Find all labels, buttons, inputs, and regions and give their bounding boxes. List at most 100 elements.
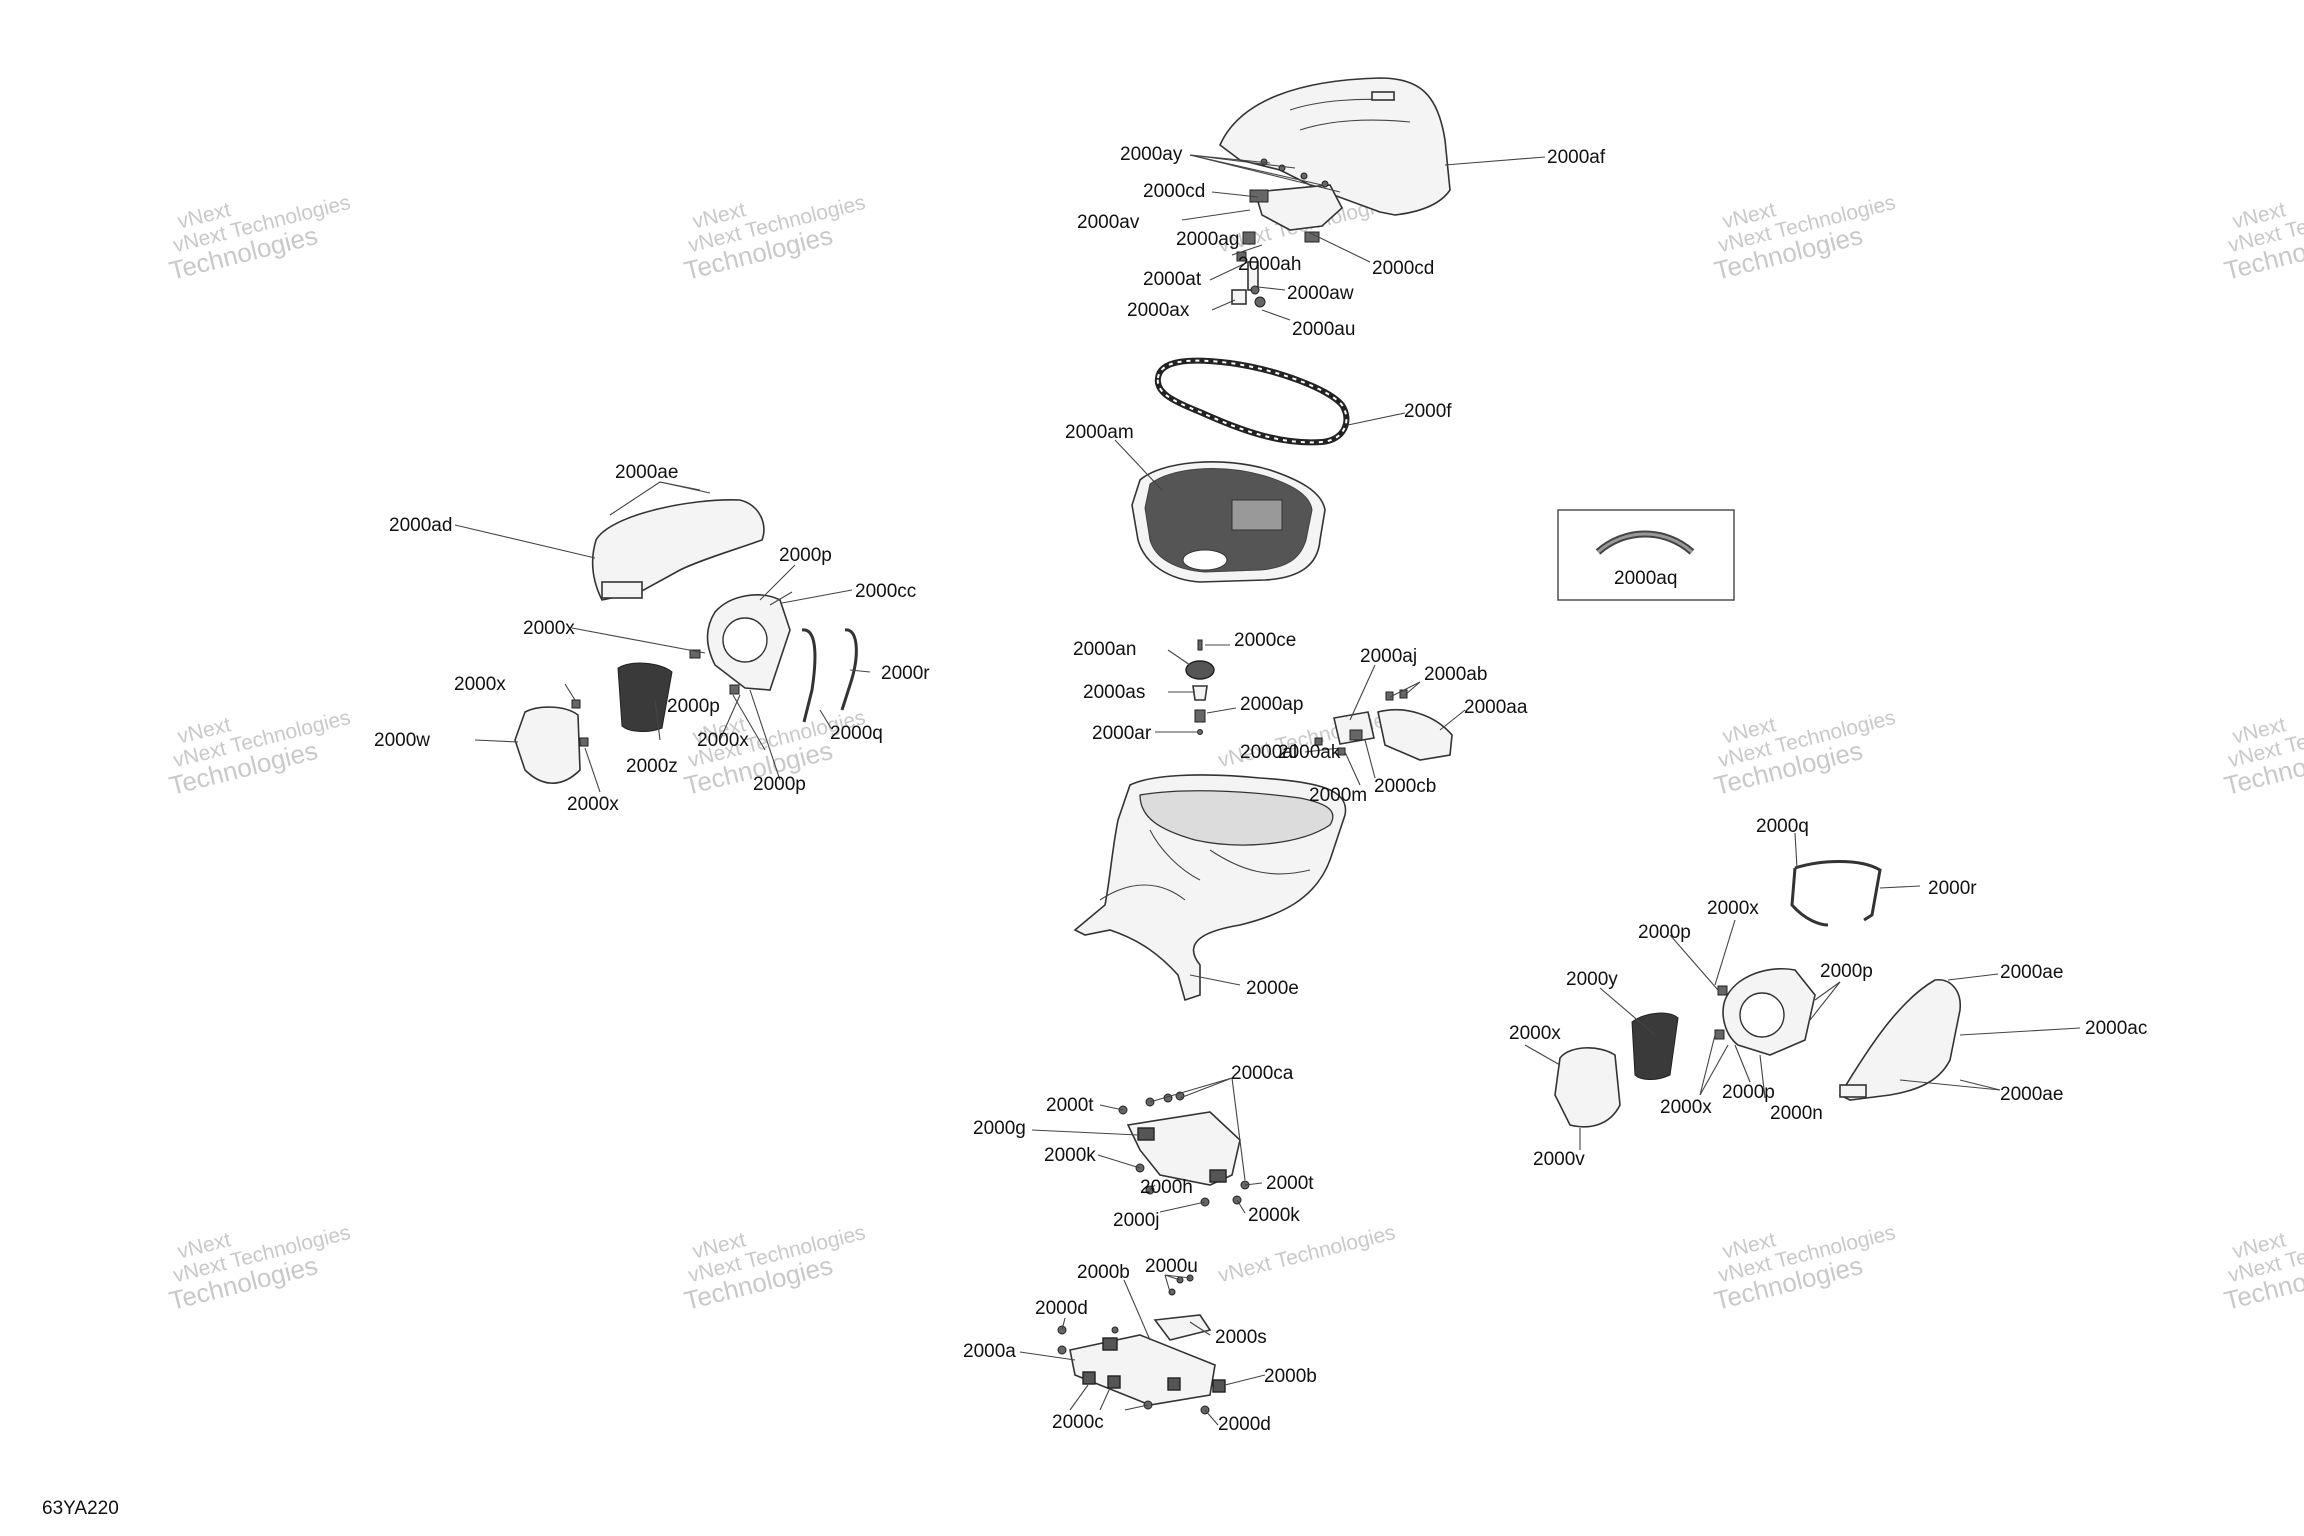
callout-2000t: 2000t bbox=[1266, 1173, 1314, 1194]
right-speaker-housing bbox=[1714, 968, 1816, 1056]
callout-2000aw: 2000aw bbox=[1287, 283, 1354, 304]
callout-2000ar: 2000ar bbox=[1092, 723, 1152, 744]
left-side-cover bbox=[591, 499, 765, 601]
callout-2000j: 2000j bbox=[1113, 1210, 1160, 1231]
callout-2000c: 2000c bbox=[1052, 1412, 1104, 1433]
left-trim-strip bbox=[801, 628, 858, 723]
callout-2000d: 2000d bbox=[1218, 1414, 1271, 1435]
callout-2000at: 2000at bbox=[1143, 269, 1202, 290]
callout-2000x: 2000x bbox=[1660, 1097, 1712, 1118]
callout-2000av: 2000av bbox=[1077, 212, 1140, 233]
callout-2000ad: 2000ad bbox=[389, 515, 452, 536]
callout-2000ak: 2000ak bbox=[1278, 742, 1341, 763]
callout-2000k: 2000k bbox=[1248, 1205, 1300, 1226]
callout-2000ae: 2000ae bbox=[2000, 1084, 2063, 1105]
callout-2000y: 2000y bbox=[1566, 969, 1618, 990]
callout-2000al: 2000al bbox=[1240, 742, 1297, 763]
callout-2000a: 2000a bbox=[963, 1341, 1016, 1362]
callout-2000r: 2000r bbox=[881, 663, 930, 684]
inset-part-box: 2000aq bbox=[1557, 509, 1735, 601]
callout-2000ac: 2000ac bbox=[2085, 1018, 2147, 1039]
callout-2000g: 2000g bbox=[973, 1118, 1026, 1139]
watermark: vNext vNext Technologies Technologies bbox=[2221, 706, 2304, 801]
callout-2000p: 2000p bbox=[1722, 1082, 1775, 1103]
callout-2000ae: 2000ae bbox=[615, 462, 678, 483]
callout-2000w: 2000w bbox=[374, 730, 430, 751]
top-case-lid bbox=[1219, 77, 1451, 216]
callout-2000ah: 2000ah bbox=[1238, 254, 1301, 275]
callout-2000e: 2000e bbox=[1246, 978, 1299, 999]
callout-2000an: 2000an bbox=[1073, 639, 1136, 660]
callout-2000d: 2000d bbox=[1035, 1298, 1088, 1319]
callout-2000cd: 2000cd bbox=[1372, 258, 1434, 279]
latch-assembly bbox=[1314, 689, 1453, 761]
top-case-body bbox=[1073, 774, 1347, 1002]
callout-2000q: 2000q bbox=[830, 723, 883, 744]
callout-2000h: 2000h bbox=[1140, 1177, 1193, 1198]
right-speaker-grille bbox=[1631, 1012, 1679, 1080]
watermark: vNext vNext Technologies Technologies bbox=[1711, 706, 1898, 801]
drawing-id: 63YA220 bbox=[42, 1498, 119, 1519]
callout-2000m: 2000m bbox=[1309, 785, 1367, 806]
callout-2000ab: 2000ab bbox=[1424, 664, 1487, 685]
callout-2000ap: 2000ap bbox=[1240, 694, 1303, 715]
callout-2000n: 2000n bbox=[1770, 1103, 1823, 1124]
watermark: vNext vNext Technologies Technologies bbox=[681, 1221, 868, 1316]
callout-2000ca: 2000ca bbox=[1231, 1063, 1294, 1084]
callout-2000p: 2000p bbox=[1820, 961, 1873, 982]
callout-2000aa: 2000aa bbox=[1464, 697, 1528, 718]
callout-2000p: 2000p bbox=[779, 545, 832, 566]
latch-hardware-cluster bbox=[1231, 158, 1343, 308]
callout-2000aj: 2000aj bbox=[1360, 646, 1417, 667]
callout-2000ag: 2000ag bbox=[1176, 229, 1239, 250]
callout-2000q: 2000q bbox=[1756, 816, 1809, 837]
callout-2000f: 2000f bbox=[1404, 401, 1452, 422]
watermark: vNext Technologies bbox=[1216, 1221, 1398, 1287]
watermark: vNext vNext Technologies Technologies bbox=[166, 191, 353, 286]
callout-2000as: 2000as bbox=[1083, 682, 1145, 703]
watermark: vNext vNext Technologies Technologies bbox=[1711, 1221, 1898, 1316]
leader-lines bbox=[454, 154, 2081, 1426]
watermark: vNext vNext Technologies Technologies bbox=[166, 1221, 353, 1316]
callout-2000au: 2000au bbox=[1292, 319, 1355, 340]
watermark: vNext vNext Technologies Technologies bbox=[2221, 1221, 2304, 1316]
lid-seal bbox=[1154, 357, 1350, 446]
callout-2000b: 2000b bbox=[1077, 1262, 1130, 1283]
callout-2000x: 2000x bbox=[567, 794, 619, 815]
callout-2000u: 2000u bbox=[1145, 1256, 1198, 1277]
watermark-text: vNext Technologies bbox=[1216, 1221, 1398, 1287]
callout-2000x: 2000x bbox=[1707, 898, 1759, 919]
callout-2000x: 2000x bbox=[697, 730, 749, 751]
callout-2000cd: 2000cd bbox=[1143, 181, 1205, 202]
mounting-bracket-lower bbox=[1057, 1274, 1226, 1415]
callout-2000cb: 2000cb bbox=[1374, 776, 1436, 797]
left-front-cover bbox=[514, 699, 589, 784]
callout-2000af: 2000af bbox=[1547, 147, 1606, 168]
callout-2000p: 2000p bbox=[1638, 922, 1691, 943]
mounting-bracket-upper bbox=[1118, 1091, 1250, 1207]
callout-2000t: 2000t bbox=[1046, 1095, 1094, 1116]
right-front-cover bbox=[1554, 1047, 1621, 1128]
callout-2000r: 2000r bbox=[1928, 878, 1977, 899]
lock-cylinder-cluster bbox=[1185, 639, 1215, 735]
callout-2000p: 2000p bbox=[667, 696, 720, 717]
callout-2000x: 2000x bbox=[1509, 1023, 1561, 1044]
right-trim-strip bbox=[1790, 860, 1882, 927]
left-speaker-grille bbox=[617, 662, 673, 732]
right-side-cover bbox=[1838, 979, 1961, 1101]
callout-labels: 2000ay 2000af 2000cd 2000av 2000ag 2000a… bbox=[374, 144, 2147, 1435]
storage-liner bbox=[1131, 461, 1326, 583]
watermark: vNext vNext Technologies Technologies bbox=[166, 706, 353, 801]
callout-2000z: 2000z bbox=[626, 756, 678, 777]
callout-2000am: 2000am bbox=[1065, 422, 1134, 443]
callout-2000x: 2000x bbox=[523, 618, 575, 639]
callout-2000k: 2000k bbox=[1044, 1145, 1096, 1166]
callout-2000b: 2000b bbox=[1264, 1366, 1317, 1387]
callout-2000p: 2000p bbox=[753, 774, 806, 795]
callout-2000ce: 2000ce bbox=[1234, 630, 1296, 651]
callout-2000cc: 2000cc bbox=[855, 581, 916, 602]
callout-2000x: 2000x bbox=[454, 674, 506, 695]
callout-2000ae: 2000ae bbox=[2000, 962, 2063, 983]
callout-2000ax: 2000ax bbox=[1127, 300, 1190, 321]
